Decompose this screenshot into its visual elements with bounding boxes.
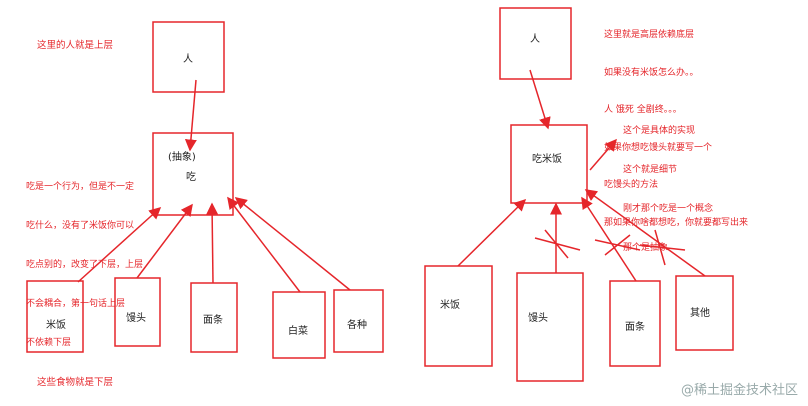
left-food-label: 馒头 xyxy=(126,312,146,324)
left-food-label: 白菜 xyxy=(288,324,308,337)
left-food-label: 面条 xyxy=(203,313,223,326)
right-top-note: 这里就是高层依赖底层 如果没有米饭怎么办。。 人 饿死 全剧终。。。 如果你想吃… xyxy=(604,4,748,242)
left-eat-label: 吃 xyxy=(186,170,196,183)
watermark: @稀土掘金技术社区 xyxy=(680,383,798,398)
note-line: 那如果你啥都想吃，你就要都写出来 xyxy=(604,217,749,228)
note-line: 吃什么，没有了米饭你可以 xyxy=(26,221,135,231)
right-detail-note: 这个是具体的实现 这个就是细节 刚才那个吃是一个概念 那个是抽象 xyxy=(623,99,713,268)
left-person-box xyxy=(152,21,225,93)
left-food-box xyxy=(333,289,384,353)
right-food-label: 馒头 xyxy=(528,312,548,324)
right-food-label: 米饭 xyxy=(440,298,460,311)
left-food-box xyxy=(26,280,84,353)
left-person-label: 人 xyxy=(183,53,193,65)
note-line: 吃馒头的方法 xyxy=(604,180,659,190)
right-food-box xyxy=(609,280,661,367)
note-line: 不依赖下层 xyxy=(26,338,72,348)
left-eat-box xyxy=(152,132,234,216)
left-abstract-tag: (抽象) xyxy=(168,150,196,163)
note-line: 这个就是细节 xyxy=(623,165,678,175)
note-line: 如果你想吃馒头就要写一个 xyxy=(604,142,713,153)
note-line: 如果没有米饭怎么办。。 xyxy=(604,67,699,78)
right-food-label: 其他 xyxy=(690,306,710,319)
left-food-label: 米饭 xyxy=(46,318,66,331)
note-line: 吃是一个行为，但是不一定 xyxy=(26,182,135,192)
left-food-label: 各种 xyxy=(347,318,367,331)
note-line: 这里就是高层依赖底层 xyxy=(604,30,695,40)
note-line: 人 饿死 全剧终。。。 xyxy=(604,105,682,115)
right-food-label: 面条 xyxy=(625,320,645,333)
left-food-box xyxy=(190,282,238,353)
note-line: 刚才那个吃是一个概念 xyxy=(623,204,714,214)
left-bottom-note: 这些食物就是下层 xyxy=(37,377,114,388)
right-person-label: 人 xyxy=(530,33,540,45)
right-eat-rice-label: 吃米饭 xyxy=(532,152,562,165)
left-top-note: 这里的人就是上层 xyxy=(37,40,114,51)
right-food-box xyxy=(516,272,584,382)
right-person-box xyxy=(499,7,572,80)
left-middle-note: 吃是一个行为，但是不一定 吃什么，没有了米饭你可以 吃点别的，改变了下层，上层 … xyxy=(26,155,143,363)
note-line: 不会耦合，第一句话上层 xyxy=(26,299,126,309)
note-line: 吃点别的，改变了下层，上层 xyxy=(26,260,144,270)
left-food-box xyxy=(272,291,326,359)
right-food-box xyxy=(424,265,493,367)
note-line: 这个是具体的实现 xyxy=(623,126,696,136)
note-line: 那个是抽象 xyxy=(623,243,669,253)
